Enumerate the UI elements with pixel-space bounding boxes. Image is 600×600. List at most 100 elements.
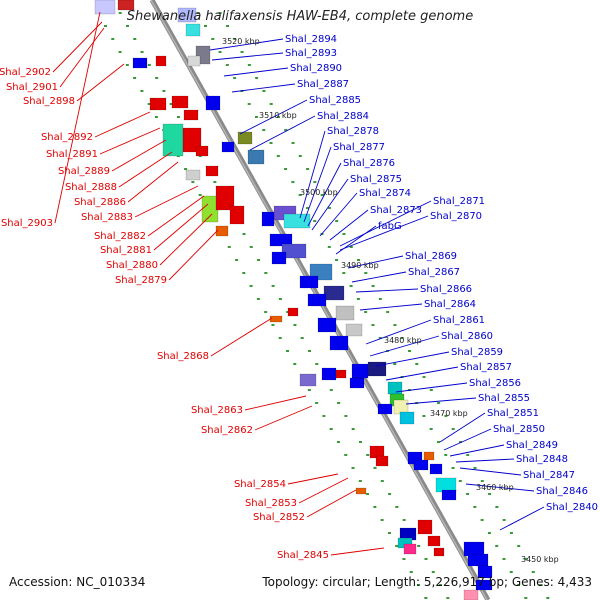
- accession-text: Accession: NC_010334: [9, 575, 146, 589]
- gene-block: [299, 373, 317, 387]
- strand-tick: [286, 311, 290, 313]
- strand-tick: [429, 428, 433, 430]
- strand-tick: [147, 103, 151, 105]
- forward-gene-label: Shal_2876: [343, 158, 395, 169]
- strand-tick: [387, 532, 391, 534]
- strand-tick: [487, 532, 491, 534]
- reverse-gene-connector: [147, 195, 205, 237]
- strand-tick: [517, 545, 521, 547]
- strand-tick: [307, 389, 311, 391]
- strand-tick: [395, 506, 399, 508]
- strand-tick: [293, 363, 297, 365]
- strand-tick: [242, 272, 246, 274]
- forward-gene-connector: [351, 271, 407, 283]
- forward-gene-connector: [329, 209, 369, 241]
- gene-block: [433, 547, 445, 557]
- reverse-gene-connector: [168, 229, 219, 281]
- forward-gene-connector: [369, 335, 440, 357]
- strand-tick: [335, 220, 339, 222]
- strand-tick: [198, 194, 202, 196]
- reverse-gene-connector: [153, 203, 209, 251]
- reverse-gene-connector: [330, 547, 385, 556]
- genome-title: Shewanella halifaxensis HAW-EB4, complet…: [126, 9, 474, 24]
- strand-tick: [546, 597, 550, 599]
- gene-block: [269, 233, 293, 247]
- strand-tick: [446, 597, 450, 599]
- gene-block: [317, 317, 337, 333]
- forward-gene-connector: [355, 288, 419, 293]
- forward-gene-label: Shal_2877: [333, 142, 385, 153]
- forward-gene-connector: [499, 506, 545, 531]
- gene-block: [377, 403, 393, 415]
- forward-gene-label: Shal_2894: [285, 34, 337, 45]
- forward-gene-label: Shal_2871: [433, 196, 485, 207]
- strand-tick: [378, 298, 382, 300]
- strand-tick: [451, 467, 455, 469]
- strand-tick: [402, 558, 406, 560]
- strand-tick: [378, 337, 382, 339]
- reverse-gene-label: Shal_2888: [65, 182, 117, 193]
- reverse-gene-connector: [99, 127, 161, 155]
- kbp-tick-label: 3490 kbp: [341, 261, 379, 270]
- gene-block: [427, 535, 441, 547]
- gene-block: [215, 185, 235, 211]
- strand-tick: [298, 155, 302, 157]
- reverse-gene-label: Shal_2853: [245, 498, 297, 509]
- reverse-gene-label: Shal_2862: [201, 425, 253, 436]
- forward-gene-label: Shal_2878: [327, 126, 379, 137]
- gene-block: [403, 543, 417, 555]
- reverse-gene-connector: [76, 63, 125, 102]
- strand-tick: [126, 25, 129, 27]
- forward-gene-connector: [339, 215, 429, 251]
- forward-gene-label: Shal_2875: [350, 174, 402, 185]
- gene-block: [335, 369, 347, 379]
- strand-tick: [271, 285, 275, 287]
- forward-gene-connector: [249, 115, 316, 151]
- gene-block: [349, 377, 365, 389]
- strand-tick: [293, 324, 297, 326]
- gene-block: [375, 455, 389, 467]
- strand-tick: [408, 350, 411, 352]
- strand-tick: [335, 259, 339, 261]
- strand-tick: [439, 584, 443, 586]
- strand-tick: [356, 298, 360, 300]
- forward-gene-label: Shal_2874: [359, 188, 411, 199]
- gene-block: [475, 579, 493, 591]
- reverse-gene-label: Shal_2882: [94, 231, 146, 242]
- reverse-gene-connector: [118, 151, 173, 188]
- forward-gene-label: Shal_2855: [478, 393, 530, 404]
- strand-tick: [424, 597, 428, 599]
- kbp-tick-label: 3520 kbp: [222, 37, 260, 46]
- reverse-gene-connector: [54, 11, 101, 224]
- strand-tick: [380, 519, 384, 521]
- reverse-gene-label: Shal_2883: [81, 212, 133, 223]
- strand-tick: [204, 25, 207, 27]
- strand-tick: [256, 298, 260, 300]
- label-connectors: [52, 11, 545, 556]
- gene-block: [423, 451, 435, 461]
- reverse-gene-connector: [134, 185, 199, 218]
- strand-tick: [371, 285, 375, 287]
- forward-gene-label: Shal_2884: [317, 111, 369, 122]
- strand-tick: [502, 558, 506, 560]
- strand-tick: [276, 155, 280, 157]
- strand-tick: [184, 168, 188, 170]
- strand-tick: [431, 571, 435, 573]
- reverse-gene-connector: [111, 139, 167, 172]
- strand-tick: [118, 12, 122, 14]
- forward-gene-labels: Shal_2894Shal_2893Shal_2890Shal_2887Shal…: [285, 34, 598, 513]
- gene-block: [229, 205, 245, 225]
- strand-tick: [235, 259, 239, 261]
- strand-tick: [444, 415, 448, 417]
- forward-gene-label: Shal_2850: [493, 424, 545, 435]
- strand-tick: [308, 350, 311, 352]
- reverse-gene-label: Shal_2879: [115, 275, 167, 286]
- strand-tick: [286, 350, 289, 352]
- strand-tick: [242, 233, 246, 235]
- gene-block: [187, 55, 201, 67]
- strand-tick: [371, 324, 375, 326]
- strand-tick: [342, 272, 346, 274]
- forward-gene-connector: [385, 366, 459, 381]
- forward-gene-connector: [455, 458, 515, 463]
- strand-tick: [226, 25, 229, 27]
